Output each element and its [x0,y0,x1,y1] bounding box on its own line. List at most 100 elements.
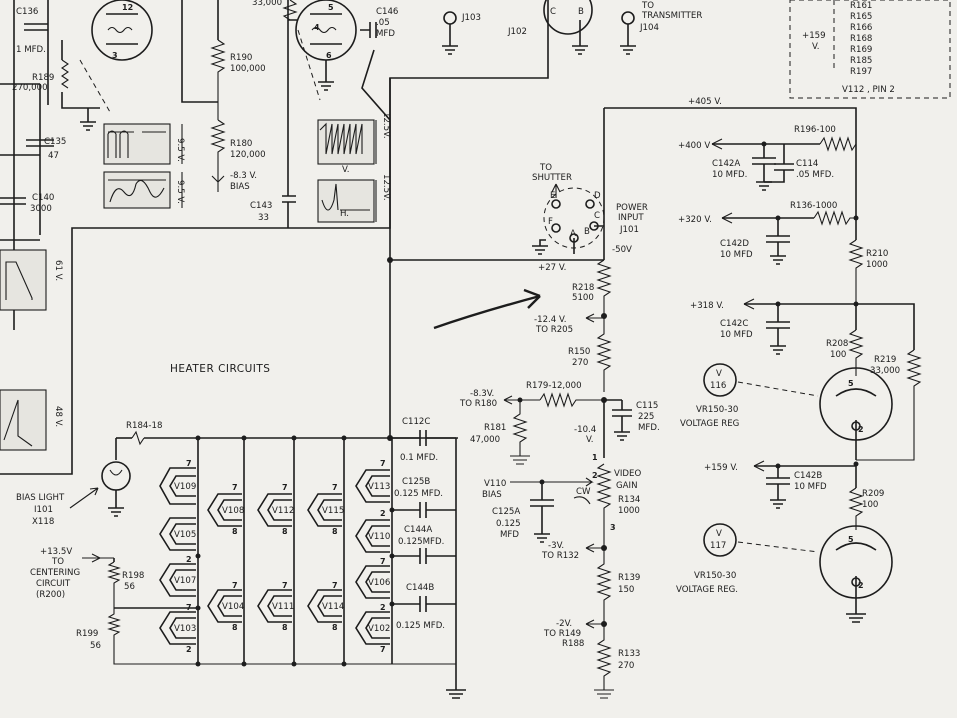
pin-12: 12 [122,3,133,12]
label-r180-value: 120,000 [230,150,266,160]
tube-cathode [851,421,861,431]
label-r189: R189 [32,73,54,83]
j101-pin-f [551,223,561,233]
heater-filament [207,589,242,623]
label-c142d-value: 10 MFD [720,250,753,260]
j101-wiring [532,225,604,255]
label-r208: R208 [826,339,848,349]
pin-7: 7 [282,581,288,590]
pointer-arrow [69,487,99,509]
resistor-r139 [596,548,612,624]
label-r133: R133 [618,649,640,659]
label-box-v2: V. [812,42,820,52]
capacitor-c115 [604,399,632,441]
tube-label-v115: V115 [322,506,344,516]
label-r199-value: 56 [90,641,101,651]
pin-2: 2 [380,509,386,518]
connector-j102 [543,0,593,35]
resistor-r198 [107,561,121,608]
label-to-tx-1: TO [641,1,654,11]
label-r208-value: 100 [830,350,846,360]
label-r210: R210 [866,249,888,259]
label-v159: +159 V. [704,463,738,473]
resistor-r208 [848,329,864,376]
tube-label-v110: V110 [368,532,390,542]
label-c140: C140 [32,193,54,203]
junction-dot [291,435,297,441]
label-vr150-a: VR150-30 [696,405,738,415]
label-c114: C114 [796,159,818,169]
heater-filament [355,565,390,599]
resistor-list-item: R166 [850,23,872,33]
pin-1: 1 [592,453,598,462]
pin-8: 8 [282,623,288,632]
scope-voltage-2: 9.5 V. [175,180,185,204]
waveform-box [0,389,47,451]
jack-j104 [621,11,635,25]
label-c115-unit: MFD. [638,423,660,433]
label-v3: -3V. [548,541,564,551]
tube-label-v114: V114 [322,602,344,612]
heater-filament [307,589,342,623]
tube-id-v116 [703,363,737,397]
heater-filament [169,569,196,591]
scope-v-label: V. [342,165,350,175]
arrow [711,138,723,150]
scope-voltage-1: 9.5 V. [175,138,185,162]
waveform-box [317,179,375,223]
heater-filament [307,493,342,527]
label-r188: R188 [562,639,584,649]
wire [361,49,391,121]
wire [0,83,40,241]
waveform-trace [319,122,363,155]
resistor-r184 [131,430,145,446]
label-r-top-value: 33,000 [252,0,282,8]
ground-symbol [442,24,458,55]
resistor-r190 [210,39,226,120]
label-c135-value: 47 [48,151,59,161]
pin-2: 2 [858,581,864,590]
junction-dot [341,435,347,441]
label-bias-light-2: I101 [34,505,53,515]
label-bias: BIAS [230,182,250,192]
label-to-center-2: CENTERING [30,568,80,578]
arrow [585,313,604,323]
label-r218-value: 5100 [572,293,594,303]
label-v400: +400 V [678,141,710,151]
label-c115-value: 225 [638,412,654,422]
j101-label-b: B [584,227,590,237]
capacitor-c142c [766,304,790,355]
waveform-trace [107,130,166,158]
heater-filament [217,499,242,521]
junction-dot [761,141,767,147]
heater-v110: V110 2 [355,509,390,553]
pin-7: 7 [232,581,238,590]
arrow [753,460,765,472]
resistor-r133 [594,624,614,699]
label-r190: R190 [230,53,252,63]
tube-anode [835,542,877,551]
junction-dot [195,661,201,667]
cw-arc [573,496,591,505]
lamp-filament [109,469,123,476]
pin-8: 8 [232,623,238,632]
label-c143-value: 33 [258,213,269,223]
label-r218: R218 [572,283,594,293]
tube-grid [311,26,337,34]
tube-label-v108: V108 [222,506,244,516]
label-bias-83: -8.3 V. [230,171,257,181]
heater-filament [317,595,342,617]
label-r219: R219 [874,355,896,365]
pin-7: 7 [282,483,288,492]
tube-id-117: 117 [710,541,726,551]
label-c144a: C144A [404,525,432,535]
arrow [585,543,604,553]
label-r198: R198 [122,571,144,581]
capacitor-c146 [360,22,377,38]
resistor-r210 [848,239,864,304]
label-v104: -10.4 [574,425,596,435]
resistor-r209 [848,487,864,530]
label-c142b-value: 10 MFD [794,482,827,492]
j101-pin-e [551,199,561,209]
pin-7: 7 [380,459,386,468]
